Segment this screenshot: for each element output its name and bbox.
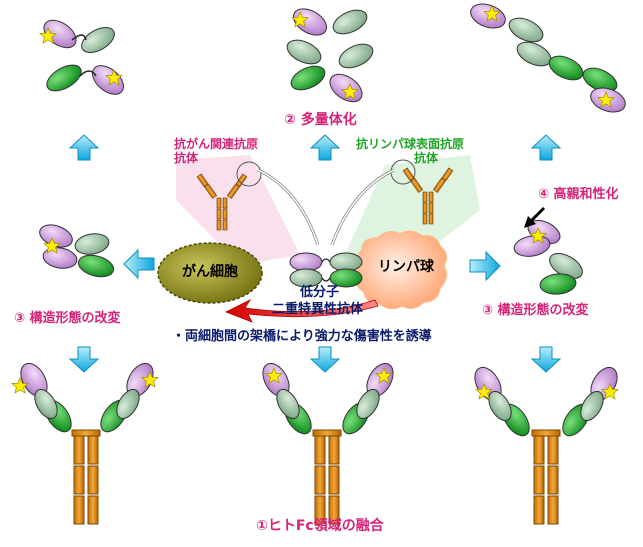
label-lymphocyte: リンパ球 — [378, 259, 434, 275]
label-conformation-left: ③ 構造形態の改変 — [14, 311, 121, 326]
right-arrow — [469, 250, 501, 282]
label-high-affinity: ④ 高親和性化 — [538, 187, 619, 202]
label-low-molecular: 低分子 — [300, 285, 340, 300]
label-anti-cancer-line2: 抗体 — [174, 151, 199, 165]
label-anti-lymph-line1: 抗リンパ球表面抗原 — [356, 137, 465, 151]
left-arrow — [123, 248, 155, 280]
label-multimerization: ② 多量体化 — [284, 112, 357, 128]
down-arrow-left — [68, 346, 100, 373]
multimer-left-molecule — [39, 19, 124, 95]
multimer-right-molecule — [470, 3, 626, 113]
label-anti-cancer-line1: 抗がん関連抗原 — [174, 137, 259, 151]
fc-fusion-center — [262, 362, 394, 525]
label-bispecific: 二重特異性抗体 — [272, 302, 364, 317]
label-bridging-cytotoxicity: ・両細胞間の架橋により強力な傷害性を誘導 — [172, 329, 432, 344]
label-fc-fusion: ①ヒトFc領域の融合 — [256, 518, 384, 534]
affinity-right-molecule — [513, 206, 583, 295]
up-arrow-left — [68, 134, 100, 161]
bispecific-diabody — [289, 252, 363, 288]
fc-fusion-right — [474, 366, 619, 525]
bridging-red-arrow — [225, 299, 379, 323]
anti-cancer-fv-circle — [236, 161, 262, 187]
label-anti-lymph-line2: 抗体 — [414, 151, 439, 165]
label-cancer-cell: がん細胞 — [182, 264, 238, 280]
conformation-left-molecule — [39, 224, 115, 278]
down-arrow-right — [530, 346, 562, 373]
fc-fusion-left — [11, 362, 159, 525]
down-arrow-center — [309, 346, 341, 373]
up-arrow-center — [309, 134, 341, 161]
cancer-cell — [157, 242, 263, 304]
up-arrow-right — [530, 134, 562, 161]
multimer-center-molecule — [286, 8, 374, 103]
label-conformation-right: ③ 構造形態の改変 — [482, 303, 589, 318]
